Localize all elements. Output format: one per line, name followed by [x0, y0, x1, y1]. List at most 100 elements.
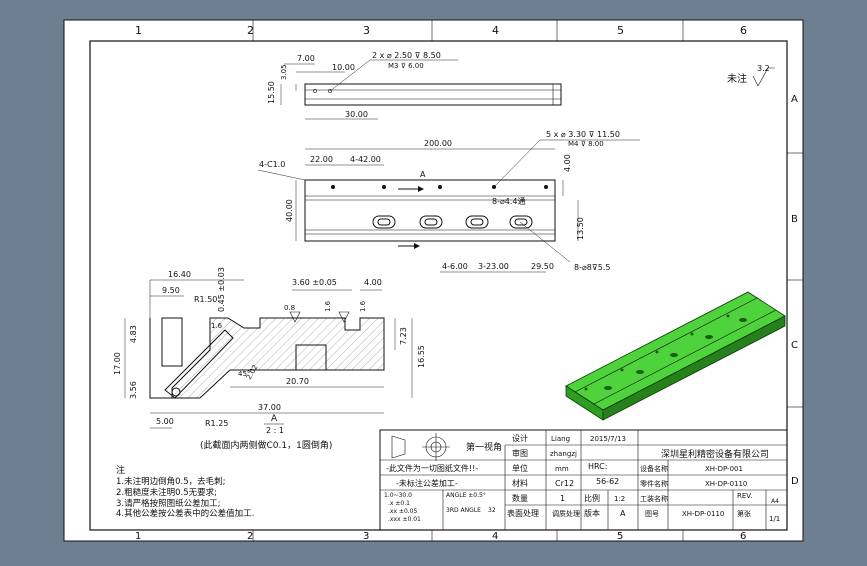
front-view: A 200.00 4-C1.0 22.00 4-42.00 40.00 4.00… — [257, 130, 640, 273]
version-label: 版本 — [584, 508, 600, 518]
surface-label: 表面处理 — [507, 508, 539, 518]
rev-value: A4 — [771, 498, 779, 505]
part-name-label: 零件名称 — [640, 479, 668, 488]
notes-block: 注 1.未注明边倒角0.5，去毛刺; 2.粗糙度未注明0.5无要求; 3.请严格… — [116, 464, 254, 519]
qty-label: 数量 — [512, 493, 528, 503]
zone-ticks — [252, 20, 803, 541]
title-block: 第一视角 -此文件为一切图纸文件!!- -未标注公差加工- 1.0~30.0 A… — [379, 429, 788, 531]
sec-view-caption: (此截面内两侧做C0.1，1圆倒角) — [200, 439, 332, 451]
zone-bottom-5: 5 — [617, 531, 623, 542]
front-label-thru: 8-⌀4.4通 — [492, 196, 526, 206]
sec-dim-4: 4.00 — [364, 278, 382, 287]
sec-dim-5: 5.00 — [156, 417, 174, 426]
company-name: 深圳星利精密设备有限公司 — [661, 448, 769, 460]
hardness-value: 56-62 — [596, 477, 619, 486]
designer-label: 设计 — [512, 433, 528, 443]
material-value: Cr12 — [555, 479, 574, 488]
tol-header-2: ANGLE ±0.5° — [446, 492, 486, 499]
front-dim-4x6: 4-6.00 — [442, 262, 468, 271]
top-dim-7: 7.00 — [297, 54, 315, 63]
drawing-no-label: 图号 — [645, 510, 659, 518]
sec-dim-1-6b: 1.6 — [359, 300, 367, 312]
surface-note-label: 未注 — [727, 72, 747, 85]
scale-value: 1:2 — [614, 495, 625, 503]
iso-model — [565, 291, 786, 421]
material-label: 材料 — [512, 478, 528, 488]
zone-bottom-3: 3 — [363, 531, 369, 542]
sec-dim-16-4: 16.40 — [168, 270, 191, 279]
unit-value: mm — [555, 465, 569, 473]
sec-dim-r1-25: R1.25 — [205, 419, 228, 428]
front-dim-200: 200.00 — [424, 139, 452, 148]
projection-symbol-icon — [391, 433, 450, 461]
front-dim-22: 22.00 — [310, 155, 333, 164]
third-angle: 3RD ANGLE — [446, 507, 481, 514]
zone-bottom-6: 6 — [740, 531, 746, 542]
notes-heading: 注 — [116, 464, 125, 476]
zone-side-a: A — [791, 94, 798, 105]
zone-top-5: 5 — [617, 24, 624, 37]
sec-dim-r1-5: R1.50 — [194, 295, 217, 304]
zone-bottom-1: 1 — [135, 531, 141, 542]
zone-top-2: 2 — [247, 24, 254, 37]
tol-header: 1.0~30.0 — [384, 492, 412, 499]
zone-labels-bottom: 1 2 3 4 5 6 — [135, 531, 746, 542]
paper — [63, 19, 804, 542]
iso-model-holes — [584, 314, 747, 391]
front-dim-29-5: 29.50 — [531, 262, 554, 271]
top-dim-3-05: 3.05 — [280, 64, 288, 80]
checker-value: zhangzj — [550, 450, 577, 458]
front-hole-note-1: 5 x ⌀ 3.30 ⊽ 11.50 — [546, 130, 620, 139]
zone-bottom-2: 2 — [247, 531, 253, 542]
top-dim-30: 30.00 — [345, 110, 368, 119]
sec-dim-45deg: 45° — [238, 370, 250, 378]
front-dim-chamfer: 4-C1.0 — [259, 160, 285, 169]
projection-label: 第一视角 — [466, 441, 502, 453]
zone-side-c: C — [791, 340, 798, 351]
front-hole-note-2: M4 ⊽ 8.00 — [568, 140, 604, 148]
section-view: 16.40 9.50 R1.50 0.45 ±0.03 3.60 ±0.05 4… — [113, 267, 426, 451]
process-label: 工装名称 — [640, 494, 668, 503]
front-dim-4x42: 4-42.00 — [350, 155, 381, 164]
front-dim-13-5: 13.50 — [576, 217, 585, 240]
part-name-value: XH-DP-0110 — [705, 480, 747, 488]
sheet-label: 第张 — [737, 509, 751, 518]
front-label-cbore: 8-⌀8⊽5.5 — [574, 263, 610, 272]
front-dim-3x23: 3-23.00 — [478, 262, 509, 271]
zone-top-6: 6 — [740, 24, 747, 37]
sec-dim-16-55: 16.55 — [417, 345, 426, 368]
front-view-body — [304, 179, 556, 242]
checker-label: 审图 — [512, 448, 528, 458]
sec-dim-3-6: 3.60 ±0.05 — [292, 278, 337, 287]
qty-value: 1 — [560, 494, 565, 503]
rev-label: REV. — [737, 492, 752, 500]
sec-dim-9-5: 9.50 — [162, 286, 180, 295]
section-mark-a: A — [420, 170, 426, 179]
top-dim-15-5: 15.50 — [267, 81, 276, 104]
zone-top-3: 3 — [363, 24, 370, 37]
sec-dim-20-7: 20.70 — [286, 377, 309, 386]
sec-dim-0-45: 0.45 ±0.03 — [217, 267, 226, 312]
tol-row-1: .x ±0.1 — [388, 500, 410, 507]
sec-dim-37: 37.00 — [258, 403, 281, 412]
date-value: 2015/7/13 — [590, 435, 626, 443]
front-dim-40: 40.00 — [285, 199, 294, 222]
iso-model-side — [602, 315, 786, 421]
tol-row-2: .xx ±0.05 — [388, 508, 417, 515]
sec-dim-1-6c: 1.6 — [211, 322, 223, 330]
sec-view-scale: 2 : 1 — [266, 426, 284, 435]
warning-1: -此文件为一切图纸文件!!- — [386, 463, 478, 473]
sec-dim-7-23: 7.23 — [399, 327, 408, 345]
zone-side-d: D — [791, 476, 799, 487]
note-4: 4.其他公差按公差表中的公差值加工. — [116, 508, 254, 519]
surface-note-value: 3.2 — [757, 64, 770, 73]
units-note: 32 — [488, 507, 496, 514]
hardness-label: HRC: — [588, 462, 607, 471]
zone-top-1: 1 — [135, 24, 142, 37]
sec-dim-1-6a: 1.6 — [324, 300, 332, 312]
top-view: 7.00 10.00 3.05 15.50 30.00 2 x ⌀ 2.50 ⊽… — [267, 51, 562, 120]
top-view-body — [304, 83, 562, 106]
version-value: A — [620, 509, 626, 518]
